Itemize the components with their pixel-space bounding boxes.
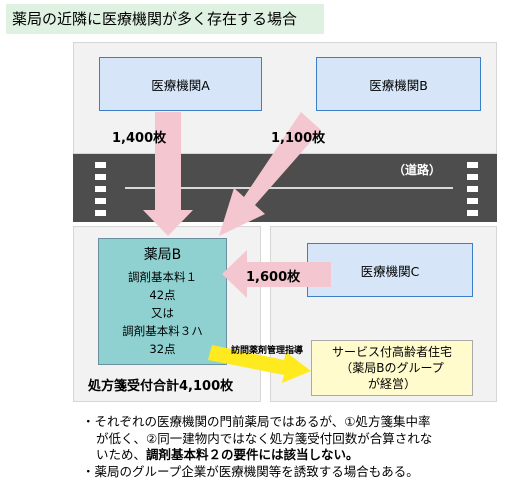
note-1c-bold: 調剤基本料２の要件には該当しない。 bbox=[146, 447, 359, 462]
senior-housing-line1: サービス付高齢者住宅 bbox=[331, 345, 452, 359]
clinic-b-box: 医療機関B bbox=[316, 57, 481, 111]
road-label: （道路） bbox=[393, 163, 442, 177]
clinic-a-box: 医療機関A bbox=[99, 57, 262, 111]
clinic-b-count: 1,100枚 bbox=[271, 131, 326, 146]
clinic-c-box: 医療機関C bbox=[307, 243, 473, 297]
pharmacy-name: 薬局B bbox=[143, 247, 182, 263]
home-care-label: 訪問薬剤管理指導 bbox=[231, 346, 304, 356]
pharmacy-b-box: 薬局B 調剤基本料１ 42点 又は 調剤基本料３ハ 32点 bbox=[98, 238, 227, 365]
clinic-a-count: 1,400枚 bbox=[112, 131, 167, 146]
prescription-total: 処方箋受付合計4,100枚 bbox=[88, 379, 234, 394]
arrow-from-clinic-a bbox=[143, 112, 193, 236]
arrow-from-clinic-c bbox=[222, 250, 331, 298]
page-title: 薬局の近隣に医療機関が多く存在する場合 bbox=[6, 4, 324, 34]
clinic-c-label: 医療機関C bbox=[360, 263, 420, 279]
senior-housing-line3: が経営） bbox=[367, 377, 416, 391]
fee-or: 又は bbox=[151, 306, 174, 320]
home-care-arrow bbox=[208, 345, 311, 383]
note-1c: いため、調剤基本料２の要件には該当しない。 bbox=[82, 447, 502, 464]
notes: ・それぞれの医療機関の門前薬局ではあるが、①処方箋集中率 が低く、②同一建物内で… bbox=[82, 414, 502, 480]
note-2: ・薬局のグループ企業が医療機関等を誘致する場合もある。 bbox=[82, 463, 419, 479]
fee-points-1: 42点 bbox=[149, 288, 176, 302]
senior-housing-box: サービス付高齢者住宅 （薬局Bのグループ が経営） bbox=[311, 340, 473, 396]
clinic-b-label: 医療機関B bbox=[369, 77, 428, 93]
note-1b: が低く、②同一建物内ではなく処方箋受付回数が合算されな bbox=[96, 430, 433, 446]
fee-points-2: 32点 bbox=[149, 342, 176, 356]
senior-housing-line2: （薬局Bのグループ bbox=[340, 361, 444, 375]
fee-line-2: 調剤基本料３ハ bbox=[122, 324, 203, 338]
clinic-c-count: 1,600枚 bbox=[246, 270, 301, 285]
clinic-a-label: 医療機関A bbox=[151, 77, 210, 93]
note-1a: ・それぞれの医療機関の門前薬局ではあるが、①処方箋集中率 bbox=[82, 414, 431, 429]
note-1c-text: いため、 bbox=[96, 447, 147, 462]
arrow-from-clinic-b bbox=[219, 112, 321, 236]
fee-line-1: 調剤基本料１ bbox=[128, 270, 197, 284]
